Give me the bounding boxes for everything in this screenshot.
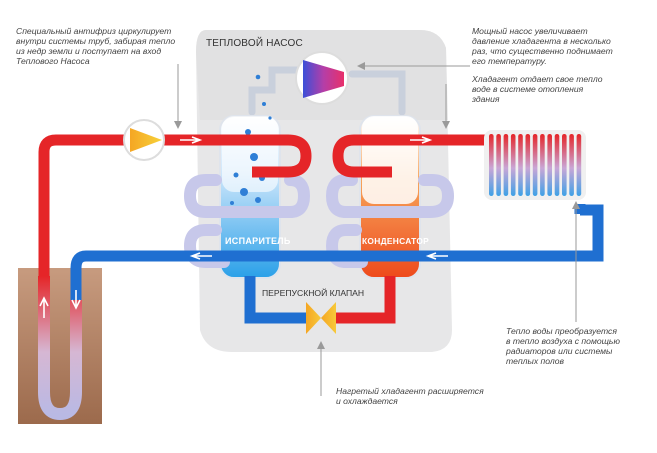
note-heat-transfer: Хладагент отдает свое тепло воде в систе…: [472, 74, 603, 104]
radiator-fin: [510, 134, 516, 196]
radiator-fin: [562, 134, 567, 196]
radiator-fin: [540, 134, 545, 196]
bypass-valve-icon: [306, 302, 336, 334]
hot-pipe-to-valve: [336, 276, 396, 324]
radiator-fin: [503, 134, 509, 196]
radiator-fin: [518, 134, 523, 196]
circulation-pump-icon: [123, 119, 165, 161]
coil-loops: [183, 174, 455, 268]
hot-pipe-condenser: [332, 134, 486, 178]
note-compressor: Мощный насос увеличивает давление хладаг…: [472, 26, 613, 66]
note-antifreeze: Специальный антифриз циркулирует внутри …: [16, 26, 176, 66]
condenser-label: КОНДЕНСАТОР: [362, 236, 430, 246]
note-radiators: Тепло воды преобразуется в тепло воздуха…: [506, 326, 620, 366]
note-expansion: Нагретый хладагент расширяется и охлажда…: [336, 386, 484, 406]
ground-probe: [38, 276, 82, 421]
radiator-fin: [496, 134, 501, 196]
radiator-fin: [525, 134, 531, 196]
radiator-fin: [489, 134, 494, 196]
flow-arrows: [39, 136, 587, 318]
evaporator-bubbles: [230, 74, 272, 205]
radiator-fin: [569, 134, 574, 196]
evaporator-label: ИСПАРИТЕЛЬ: [225, 236, 291, 246]
radiator-fin: [576, 134, 582, 196]
hot-pipe-main: [38, 134, 312, 276]
ground-block: [18, 268, 102, 424]
diagram-title: ТЕПЛОВОЙ НАСОС: [206, 38, 303, 49]
compressor-icon: [295, 51, 349, 105]
callout-lines: [174, 62, 580, 396]
bypass-valve-label: ПЕРЕПУСКНОЙ КЛАПАН: [262, 288, 365, 298]
radiator-fin: [554, 134, 560, 196]
radiator-fin: [547, 134, 552, 196]
radiator-fin: [532, 134, 538, 196]
radiator: [484, 130, 586, 200]
cold-pipe-from-valve: [244, 276, 306, 324]
